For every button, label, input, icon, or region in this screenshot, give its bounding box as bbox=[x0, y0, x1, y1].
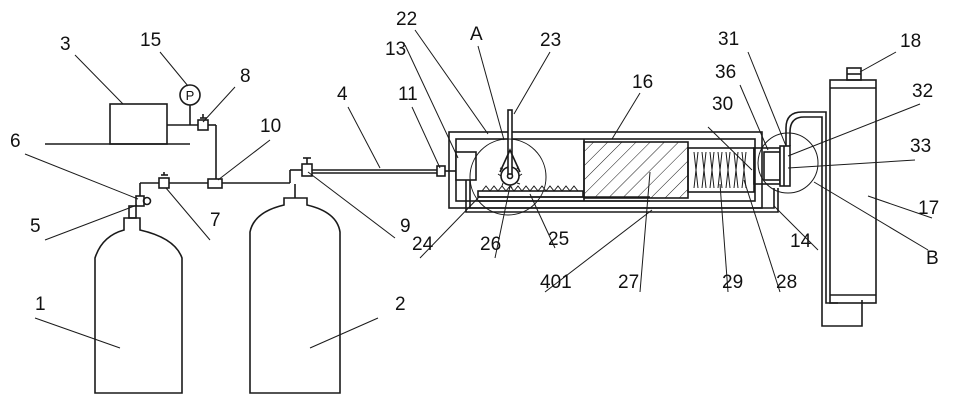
label-9: 9 bbox=[400, 216, 411, 237]
label-22: 22 bbox=[396, 9, 417, 30]
label-3: 3 bbox=[60, 34, 71, 55]
label-4: 4 bbox=[337, 84, 348, 105]
spring-29 bbox=[688, 148, 754, 192]
label-7: 7 bbox=[210, 210, 221, 231]
label-2: 2 bbox=[395, 294, 406, 315]
pressure-gauge-mark: P bbox=[186, 88, 195, 103]
label-14: 14 bbox=[790, 231, 812, 252]
label-29: 29 bbox=[722, 272, 743, 293]
label-28: 28 bbox=[776, 272, 797, 293]
label-27: 27 bbox=[618, 272, 639, 293]
label-25: 25 bbox=[548, 229, 569, 250]
piston-block-27 bbox=[584, 139, 688, 201]
tank-3 bbox=[110, 104, 167, 144]
valve-assembly-31-33 bbox=[754, 146, 790, 186]
label-33: 33 bbox=[910, 136, 931, 157]
label-8: 8 bbox=[240, 66, 251, 87]
label-31: 31 bbox=[718, 29, 739, 50]
lever-23 bbox=[500, 110, 520, 174]
label-401: 401 bbox=[540, 272, 572, 293]
label-23: 23 bbox=[540, 30, 561, 51]
label-1: 1 bbox=[35, 294, 46, 315]
label-6: 6 bbox=[10, 131, 21, 152]
label-15: 15 bbox=[140, 30, 161, 51]
label-b: B bbox=[926, 248, 939, 269]
label-5: 5 bbox=[30, 216, 41, 237]
label-24: 24 bbox=[412, 234, 434, 255]
pressure-gauge-15: P bbox=[180, 85, 200, 125]
label-11: 11 bbox=[398, 84, 418, 105]
cap-18 bbox=[847, 68, 861, 80]
piping-left bbox=[136, 114, 456, 206]
label-13: 13 bbox=[385, 39, 406, 60]
gas-cylinder-2 bbox=[250, 198, 340, 393]
label-18: 18 bbox=[900, 31, 921, 52]
label-17: 17 bbox=[918, 198, 939, 219]
pipe-to-tank bbox=[786, 112, 862, 326]
leader-lines bbox=[25, 30, 932, 348]
label-10: 10 bbox=[260, 116, 281, 137]
label-32: 32 bbox=[912, 81, 933, 102]
label-16: 16 bbox=[632, 72, 653, 93]
label-a: A bbox=[470, 24, 483, 45]
label-26: 26 bbox=[480, 234, 501, 255]
label-30: 30 bbox=[712, 94, 733, 115]
gas-cylinder-1 bbox=[95, 206, 182, 393]
box-13 bbox=[456, 152, 476, 180]
tank-17 bbox=[830, 80, 876, 303]
label-36: 36 bbox=[715, 62, 736, 83]
